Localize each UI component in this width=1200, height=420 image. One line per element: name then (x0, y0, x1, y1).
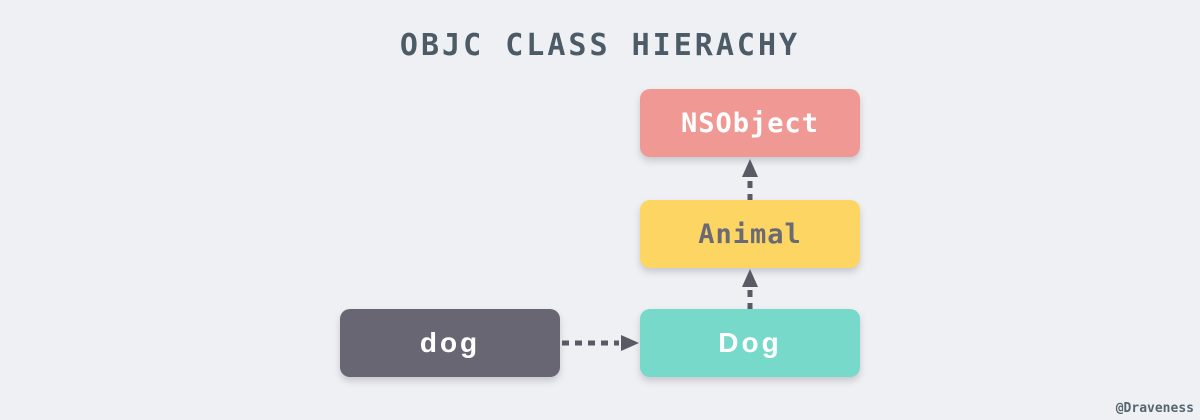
arrow-doginstance-to-dog (562, 335, 639, 351)
diagram-title: OBJC CLASS HIERACHY (399, 28, 801, 63)
node-animal: Animal (640, 200, 860, 268)
node-nsobject: NSObject (640, 89, 860, 157)
arrow-animal-to-nsobject (742, 159, 758, 201)
arrow-dog-to-animal (742, 269, 758, 310)
node-dog-class: Dog (640, 309, 860, 377)
node-dog-instance: dog (340, 309, 560, 377)
watermark: @Draveness (1115, 401, 1194, 416)
